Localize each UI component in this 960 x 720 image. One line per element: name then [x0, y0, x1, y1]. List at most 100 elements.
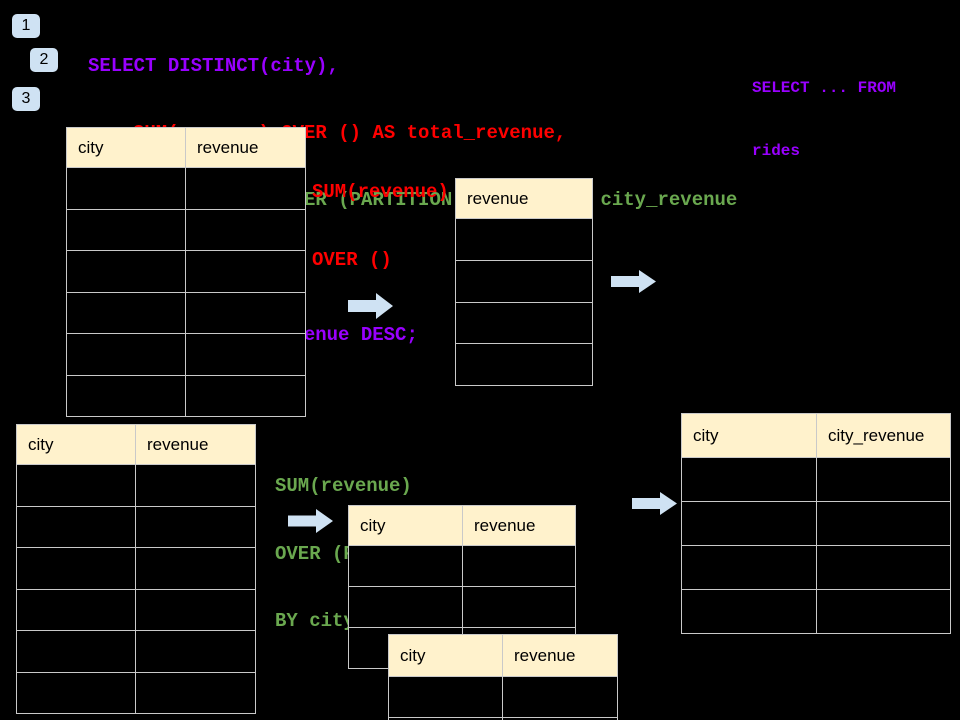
empty-cell — [185, 208, 306, 251]
column-header-revenue: revenue — [455, 178, 593, 219]
empty-cell — [135, 630, 256, 673]
table-row — [16, 671, 256, 714]
table-row — [66, 374, 306, 417]
column-header-revenue: revenue — [462, 505, 576, 546]
right-arrow-icon — [288, 509, 333, 533]
source-table-top: city revenue — [66, 127, 306, 417]
column-header-revenue: revenue — [135, 424, 256, 465]
column-header-city: city — [66, 127, 186, 168]
table-row — [681, 589, 951, 634]
annotation-line: OVER () — [312, 248, 392, 271]
table-header-row: revenue — [455, 178, 593, 219]
right-arrow-icon — [348, 293, 393, 319]
total-revenue-result-table: revenue — [455, 178, 593, 386]
partitioned-table-overlay: city revenue — [388, 634, 618, 720]
table-row — [681, 545, 951, 590]
empty-cell — [455, 218, 593, 261]
table-row — [455, 301, 593, 345]
step-badge-1: 1 — [12, 14, 40, 38]
side-note-select-from-rides: SELECT ... FROM rides — [752, 36, 896, 204]
empty-cell — [66, 167, 186, 210]
side-note-line-2: rides — [752, 142, 801, 160]
column-header-city: city — [388, 634, 503, 677]
table-row — [16, 547, 256, 590]
empty-cell — [66, 208, 186, 251]
annotation-line: SUM(revenue) — [312, 181, 449, 203]
empty-cell — [185, 291, 306, 334]
column-header-city: city — [348, 505, 463, 546]
empty-cell — [681, 545, 817, 590]
empty-cell — [135, 671, 256, 714]
right-arrow-shape — [348, 293, 393, 319]
empty-cell — [135, 464, 256, 507]
empty-cell — [16, 464, 136, 507]
empty-cell — [455, 343, 593, 386]
table-row — [388, 717, 618, 720]
table-row — [348, 586, 576, 628]
empty-cell — [185, 374, 306, 417]
table-row — [66, 208, 306, 251]
table-row — [681, 457, 951, 502]
empty-cell — [135, 505, 256, 548]
empty-cell — [16, 547, 136, 590]
table-row — [66, 167, 306, 210]
empty-cell — [816, 589, 951, 634]
column-header-city: city — [16, 424, 136, 465]
empty-cell — [816, 501, 951, 546]
empty-cell — [16, 505, 136, 548]
step-badge-3: 3 — [12, 87, 40, 111]
empty-cell — [348, 586, 463, 628]
empty-cell — [681, 589, 817, 634]
city-revenue-result-table: city city_revenue — [681, 413, 951, 634]
empty-cell — [16, 630, 136, 673]
right-arrow-shape — [632, 492, 677, 515]
empty-cell — [66, 333, 186, 376]
empty-cell — [185, 167, 306, 210]
table-header-row: city revenue — [388, 634, 618, 677]
table-row — [16, 505, 256, 548]
table-header-row: city revenue — [66, 127, 306, 168]
table-header-row: city city_revenue — [681, 413, 951, 458]
empty-cell — [502, 717, 618, 720]
annotation-line: SUM(revenue) — [275, 475, 412, 497]
right-arrow-shape — [611, 270, 656, 293]
side-note-line-1: SELECT ... FROM — [752, 79, 897, 97]
table-row — [66, 333, 306, 376]
column-header-city: city — [681, 413, 817, 458]
table-row — [455, 343, 593, 386]
column-header-revenue: revenue — [185, 127, 306, 168]
column-header-revenue: revenue — [502, 634, 618, 677]
sql-line-select: SELECT DISTINCT(city), — [88, 54, 339, 77]
empty-cell — [681, 457, 817, 502]
empty-cell — [462, 586, 576, 628]
table-row — [388, 676, 618, 718]
table-header-row: city revenue — [348, 505, 576, 546]
empty-cell — [681, 501, 817, 546]
empty-cell — [348, 545, 463, 587]
empty-cell — [66, 291, 186, 334]
annotation-sum-over: SUM(revenue) OVER () — [312, 136, 449, 316]
table-row — [455, 218, 593, 261]
empty-cell — [185, 250, 306, 293]
empty-cell — [135, 547, 256, 590]
right-arrow-shape — [288, 509, 333, 533]
table-row — [66, 291, 306, 334]
column-header-city-revenue: city_revenue — [816, 413, 951, 458]
step-badge-2: 2 — [30, 48, 58, 72]
empty-cell — [455, 259, 593, 303]
empty-cell — [816, 457, 951, 502]
empty-cell — [388, 676, 503, 718]
table-row — [16, 464, 256, 507]
right-arrow-icon — [632, 492, 677, 515]
empty-cell — [66, 374, 186, 417]
table-header-row: city revenue — [16, 424, 256, 465]
table-row — [66, 250, 306, 293]
empty-cell — [16, 671, 136, 714]
table-row — [16, 588, 256, 631]
empty-cell — [816, 545, 951, 590]
empty-cell — [462, 545, 576, 587]
empty-cell — [16, 588, 136, 631]
empty-cell — [135, 588, 256, 631]
empty-cell — [502, 676, 618, 718]
